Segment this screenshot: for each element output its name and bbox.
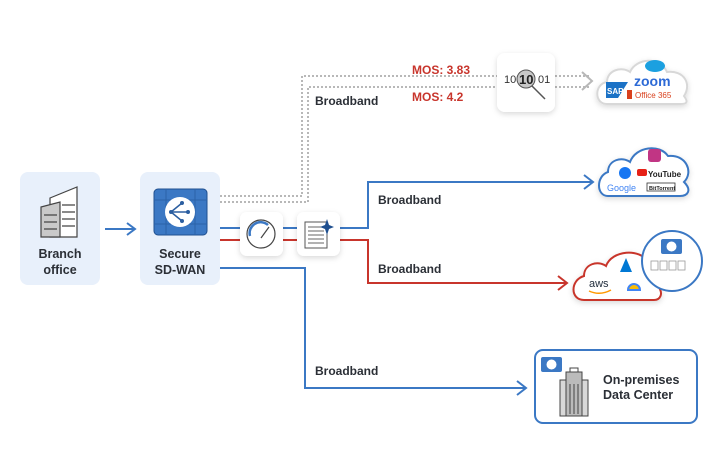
document-sparkle-icon	[304, 219, 334, 249]
sap-text: SAP	[607, 87, 624, 96]
google-cloud-logo-icon	[626, 283, 642, 291]
bits-left: 10	[504, 74, 516, 86]
zoom-logo-icon: zoom	[634, 73, 671, 89]
saas-dotted-paths	[220, 71, 594, 203]
cloud-sdwan-badge[interactable]	[641, 230, 703, 292]
policy-document-box[interactable]	[297, 212, 340, 256]
broadband-label-internet: Broadband	[378, 193, 441, 207]
sdwan-node[interactable]: Secure SD-WAN	[140, 172, 220, 285]
sdwan-label-1: Secure	[159, 247, 201, 261]
iaas-link	[220, 239, 569, 291]
magnifier-icon	[516, 69, 536, 89]
aws-logo-text: aws	[589, 278, 609, 290]
azure-logo-icon	[620, 258, 632, 272]
bittorrent-logo-icon	[646, 182, 676, 192]
broadband-label-saas: Broadband	[315, 94, 378, 108]
branch-to-sdwan-arrow	[105, 222, 137, 236]
gauge-icon	[246, 219, 276, 249]
office365-text: Office 365	[635, 91, 672, 100]
internet-cloud[interactable]: YouTube Google BitTorrent	[598, 147, 690, 197]
sdwan-label-2: SD-WAN	[155, 263, 206, 277]
bits-right: 01	[538, 74, 550, 86]
youtube-text: YouTube	[648, 170, 682, 179]
datacenter-link	[220, 267, 528, 396]
branch-label-2: office	[43, 263, 76, 277]
instagram-logo-icon	[648, 149, 661, 162]
saas-cloud[interactable]: zoom SAP Office 365	[596, 59, 689, 105]
bits-center: 10	[519, 72, 533, 87]
broadband-label-datacenter: Broadband	[315, 364, 378, 378]
branch-office-node[interactable]: Branch office	[20, 172, 100, 285]
bittorrent-text: BitTorrent	[649, 186, 675, 192]
sap-logo-icon	[606, 82, 628, 98]
mos-top-label: MOS: 3.83	[412, 63, 470, 77]
google-logo-text: Google	[607, 183, 636, 193]
document-icons	[650, 260, 686, 271]
iaas-cloud[interactable]: aws	[572, 251, 664, 301]
datacenter-label-2: Data Center	[603, 388, 673, 402]
datacenter-label-1: On-premises	[603, 373, 679, 387]
office-building-icon	[40, 186, 78, 238]
datacenter-node[interactable]: On-premises Data Center	[534, 349, 698, 424]
sdwan-router-icon	[153, 188, 208, 236]
mos-bottom-label: MOS: 4.2	[412, 90, 464, 104]
salesforce-logo-icon	[645, 60, 665, 72]
traffic-inspector-box[interactable]: 10 10 01	[497, 53, 555, 112]
youtube-logo-icon	[637, 169, 647, 176]
skyscraper-icon	[559, 367, 589, 417]
facebook-logo-icon	[619, 167, 631, 179]
internet-link	[220, 174, 595, 229]
office-logo-icon	[627, 90, 632, 99]
performance-gauge-box[interactable]	[240, 212, 283, 256]
broadband-label-iaas: Broadband	[378, 262, 441, 276]
branch-label-1: Branch	[38, 247, 81, 261]
